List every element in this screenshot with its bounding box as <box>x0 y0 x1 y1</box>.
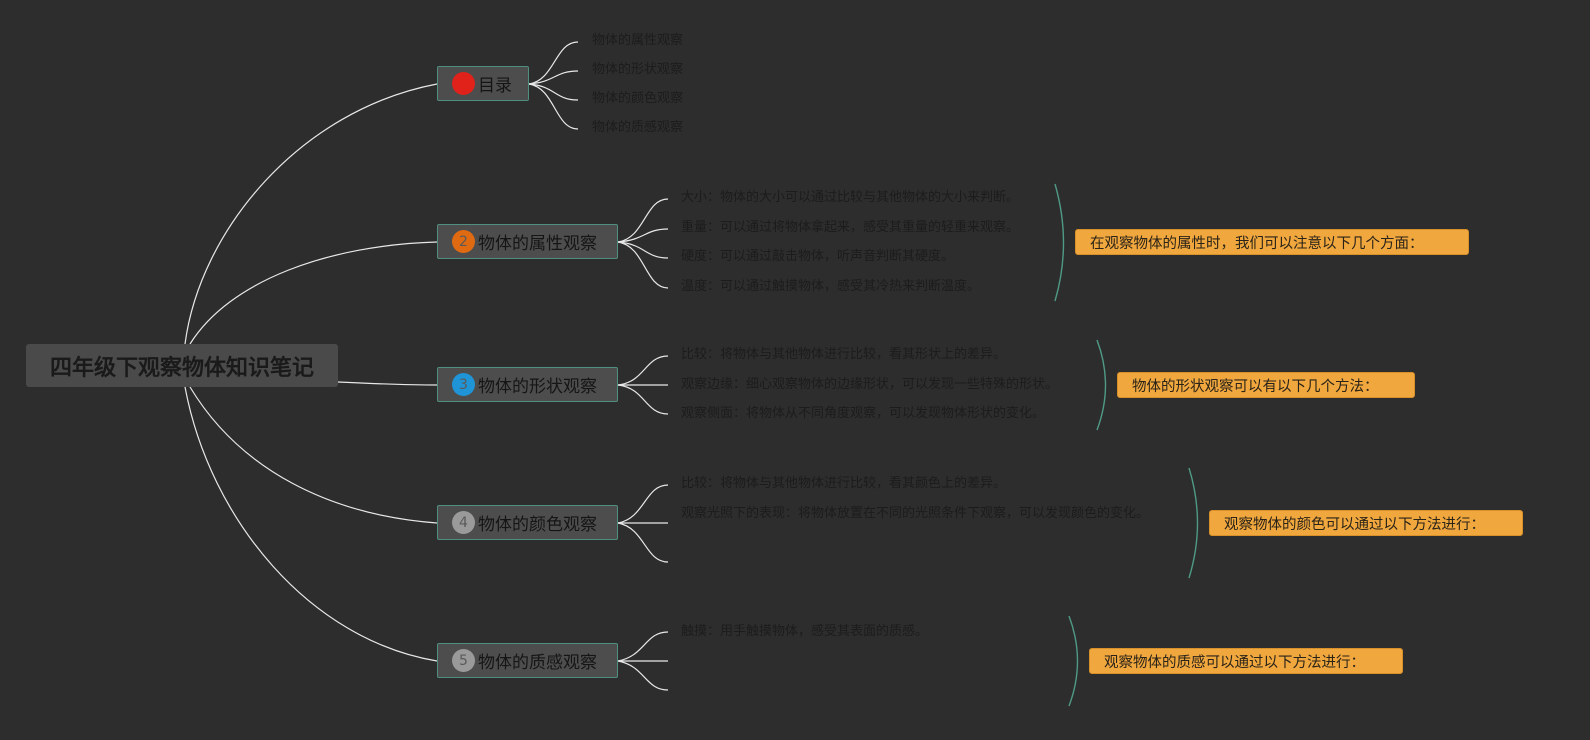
summary-label: 在观察物体的属性时，我们可以注意以下几个方面： <box>1090 235 1424 252</box>
connector-attr-2 <box>617 228 669 243</box>
shape-item[interactable]: 观察侧面：将物体从不同角度观察，可以发现物体形状的变化。 <box>681 406 1046 421</box>
summary-attribute[interactable]: 在观察物体的属性时，我们可以注意以下几个方面： <box>1075 229 1469 255</box>
attribute-item[interactable]: 硬度：可以通过敲击物体，听声音判断其硬度。 <box>681 249 955 264</box>
number-badge-icon: 5 <box>452 649 475 672</box>
number-badge-icon: 1 <box>452 72 475 95</box>
connector-toc-4 <box>528 83 579 130</box>
connector-toc-3 <box>528 83 579 101</box>
summary-shape[interactable]: 物体的形状观察可以有以下几个方法： <box>1117 372 1415 398</box>
summary-bracket-texture <box>1068 615 1079 707</box>
connector-attr-3 <box>617 241 669 259</box>
connector-root-color <box>189 386 438 524</box>
connector-color-3 <box>617 522 669 563</box>
connector-attr-4 <box>617 241 669 289</box>
number-badge-icon: 3 <box>452 373 475 396</box>
connector-attr-1 <box>617 198 669 243</box>
root-topic[interactable]: 四年级下观察物体知识笔记 <box>26 344 338 387</box>
connector-root-attribute <box>189 241 438 345</box>
shape-item[interactable]: 观察边缘：细心观察物体的边缘形状，可以发现一些特殊的形状。 <box>681 377 1059 392</box>
attribute-item[interactable]: 大小：物体的大小可以通过比较与其他物体的大小来判断。 <box>681 190 1020 205</box>
branch-label: 物体的形状观察 <box>478 377 597 397</box>
branch-texture[interactable]: 5 物体的质感观察 <box>437 643 618 678</box>
toc-item[interactable]: 物体的属性观察 <box>592 33 684 48</box>
connector-shape-3 <box>617 384 669 415</box>
connector-texture-1 <box>617 631 669 662</box>
connector-color-1 <box>617 484 669 524</box>
summary-label: 观察物体的颜色可以通过以下方法进行： <box>1224 516 1485 533</box>
summary-texture[interactable]: 观察物体的质感可以通过以下方法进行： <box>1089 648 1403 674</box>
root-topic-label: 四年级下观察物体知识笔记 <box>49 355 314 381</box>
connector-root-texture <box>184 386 438 662</box>
summary-label: 物体的形状观察可以有以下几个方法： <box>1132 378 1379 395</box>
connector-toc-1 <box>528 41 579 85</box>
branch-label: 物体的质感观察 <box>478 653 597 673</box>
color-item[interactable]: 比较：将物体与其他物体进行比较，看其颜色上的差异。 <box>681 476 1007 491</box>
summary-color[interactable]: 观察物体的颜色可以通过以下方法进行： <box>1209 510 1523 536</box>
toc-item[interactable]: 物体的形状观察 <box>592 62 684 77</box>
branch-shape[interactable]: 3 物体的形状观察 <box>437 367 618 402</box>
connector-root-shape <box>337 381 438 386</box>
connector-texture-3 <box>617 660 669 691</box>
connector-toc-2 <box>528 70 579 85</box>
summary-label: 观察物体的质感可以通过以下方法进行： <box>1104 654 1365 671</box>
color-item[interactable]: 观察光照下的表现：将物体放置在不同的光照条件下观察，可以发现颜色的变化。 <box>681 506 1150 521</box>
texture-item[interactable]: 触摸：用手触摸物体，感受其表面的质感。 <box>681 624 929 639</box>
branch-color[interactable]: 4 物体的颜色观察 <box>437 505 618 540</box>
toc-item[interactable]: 物体的质感观察 <box>592 120 684 135</box>
summary-bracket-shape <box>1096 339 1107 431</box>
toc-item[interactable]: 物体的颜色观察 <box>592 91 684 106</box>
branch-label: 物体的颜色观察 <box>478 515 597 535</box>
branch-attribute[interactable]: 2 物体的属性观察 <box>437 224 618 259</box>
branch-label: 物体的属性观察 <box>478 234 597 254</box>
attribute-item[interactable]: 重量：可以通过将物体拿起来，感受其重量的轻重来观察。 <box>681 220 1020 235</box>
attribute-item[interactable]: 温度：可以通过触摸物体，感受其冷热来判断温度。 <box>681 279 981 294</box>
branch-toc[interactable]: 1 目录 <box>437 66 529 101</box>
summary-bracket-attribute <box>1054 183 1065 302</box>
connector-shape-1 <box>617 355 669 386</box>
branch-label: 目录 <box>478 76 512 96</box>
connector-root-toc <box>184 83 438 345</box>
number-badge-icon: 4 <box>452 511 475 534</box>
number-badge-icon: 2 <box>452 230 475 253</box>
summary-bracket-color <box>1188 467 1199 579</box>
shape-item[interactable]: 比较：将物体与其他物体进行比较，看其形状上的差异。 <box>681 347 1007 362</box>
